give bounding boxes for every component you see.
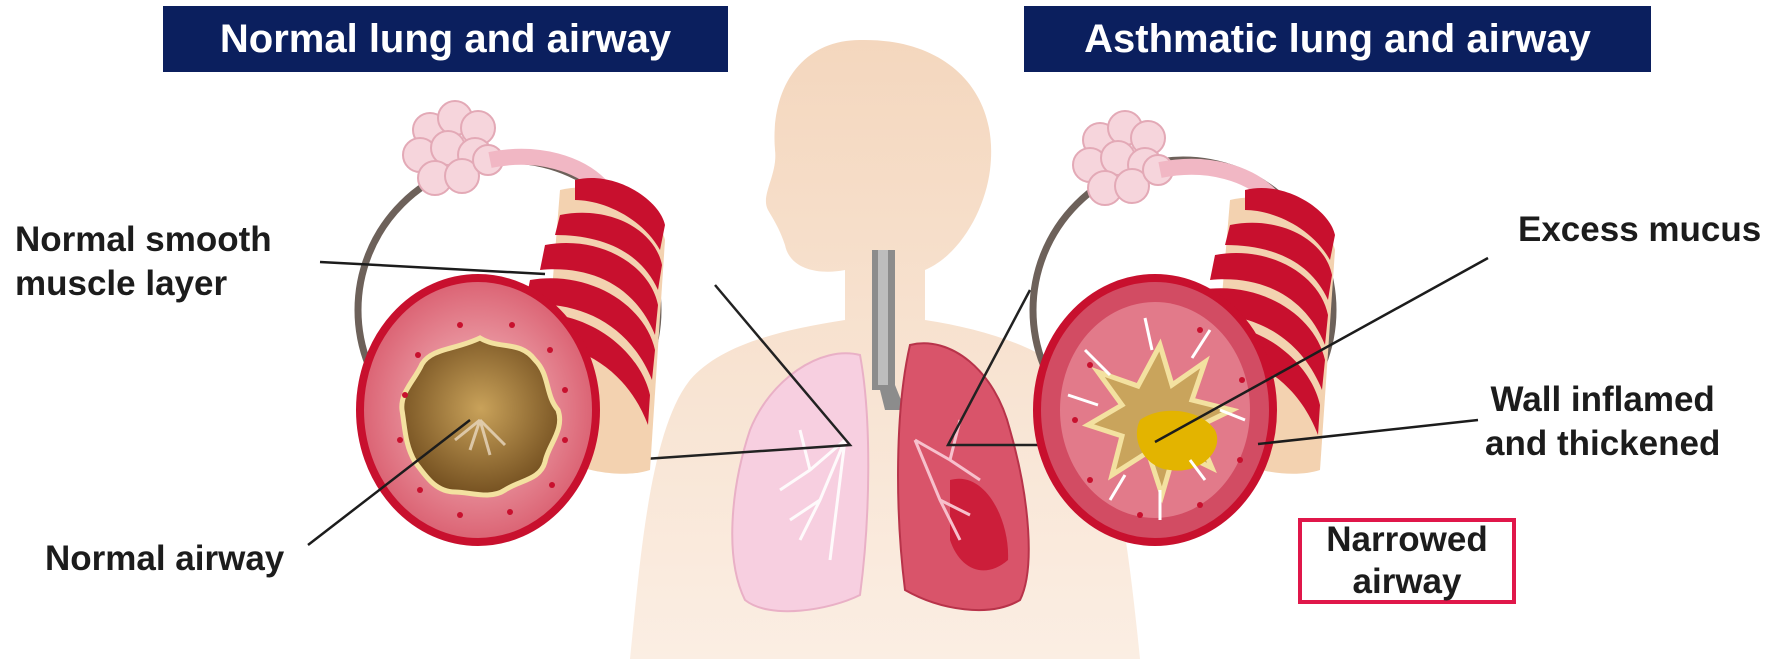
normal-airway-label: Normal airway [45, 537, 284, 581]
narrowed-airway-label-line2: airway [1302, 561, 1512, 603]
smooth-muscle-label-line2: muscle layer [15, 262, 272, 306]
normal-lung-banner: Normal lung and airway [163, 6, 728, 72]
excess-mucus-label: Excess mucus [1518, 208, 1761, 252]
asthmatic-lung-banner-text: Asthmatic lung and airway [1084, 17, 1591, 62]
narrowed-airway-label-line1: Narrowed [1302, 519, 1512, 561]
asthmatic-lung-banner: Asthmatic lung and airway [1024, 6, 1651, 72]
narrowed-airway-label: Narrowed airway [1298, 518, 1516, 604]
asthmatic-airway-magnified [1033, 111, 1335, 542]
wall-inflamed-label-line2: and thickened [1485, 422, 1720, 466]
smooth-muscle-label-line1: Normal smooth [15, 218, 272, 262]
wall-inflamed-label: Wall inflamed and thickened [1485, 378, 1720, 466]
normal-airway-lumen [402, 338, 560, 495]
normal-airway-magnified [358, 101, 665, 542]
wall-inflamed-label-line1: Wall inflamed [1485, 378, 1720, 422]
smooth-muscle-label: Normal smooth muscle layer [15, 218, 272, 306]
normal-lung-banner-text: Normal lung and airway [220, 17, 671, 62]
